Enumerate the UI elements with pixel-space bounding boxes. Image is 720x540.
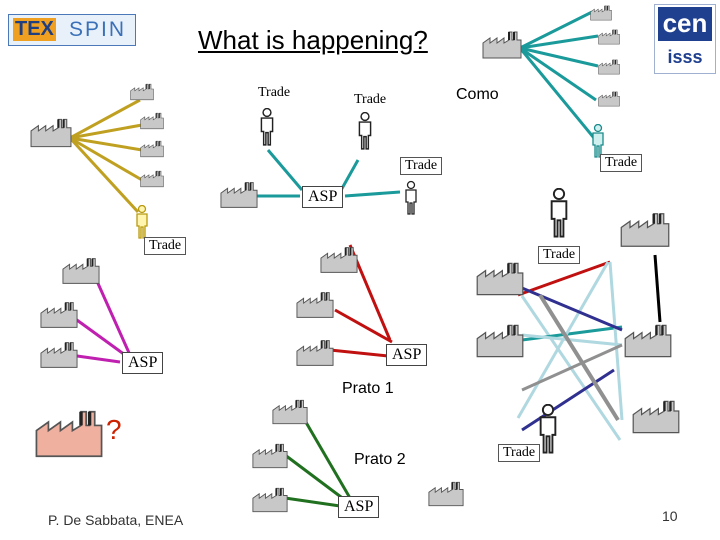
trade-label: Trade: [354, 92, 387, 107]
como-label: Como: [456, 86, 499, 103]
factory-icon: [140, 112, 164, 130]
asp-label: ASP: [122, 352, 164, 374]
factory-icon: [476, 262, 524, 296]
isss-logo-bottom: isss: [667, 47, 703, 67]
factory-icon: [62, 257, 100, 285]
factory-icon: [130, 83, 154, 101]
texspin-logo-spin: SPIN: [69, 18, 127, 41]
prato2-label: Prato 2: [354, 451, 406, 468]
factory-icon: [40, 301, 78, 329]
prato1-links: [516, 254, 662, 441]
factory-icon: [598, 29, 620, 45]
magenta-links: [69, 269, 133, 364]
trader-person-icon: [358, 112, 372, 150]
slide-title: What is happening?: [198, 25, 428, 55]
trader-person-icon: [260, 108, 274, 146]
factory-icon: [272, 399, 308, 425]
factory-icon: [296, 291, 334, 319]
page-number: 10: [662, 508, 678, 524]
factory-icon: [140, 170, 164, 188]
factory-icon: [590, 5, 612, 21]
olive-links: [68, 98, 143, 214]
factory-icon: [30, 118, 72, 148]
trade-label: Trade: [538, 246, 581, 264]
factory-icon: [476, 324, 524, 358]
trader-person-icon: [136, 205, 148, 239]
factory-icon: [140, 140, 164, 158]
factory-icon: [296, 339, 334, 367]
prato1-label: Prato 1: [342, 380, 394, 397]
trader-person-icon: [539, 404, 557, 454]
factory-icon: [252, 487, 288, 513]
factory-icon: [598, 59, 620, 75]
unknown-factory-icon: [34, 410, 104, 458]
texspin-logo-tex: TEX: [13, 18, 56, 41]
factory-icon: [428, 481, 464, 507]
trader-person-icon: [550, 188, 568, 238]
asp-label: ASP: [386, 344, 428, 366]
cen-logo-top: cen: [658, 7, 712, 41]
factory-icon: [632, 400, 680, 434]
factory-icon: [624, 324, 672, 358]
como-teal-links: [518, 10, 599, 139]
trade-label: Trade: [600, 154, 643, 172]
green-links: [284, 411, 352, 508]
trader-person-icon: [405, 180, 417, 215]
trade-label: Trade: [258, 85, 291, 100]
factory-icon: [252, 443, 288, 469]
asp-label: ASP: [338, 496, 380, 518]
factory-icon: [620, 212, 670, 248]
asp-label: ASP: [302, 186, 344, 208]
trade-label: Trade: [498, 444, 541, 462]
factory-icon: [482, 30, 522, 60]
factory-icon: [598, 91, 620, 107]
trade-label: Trade: [144, 237, 187, 255]
factory-icon: [220, 181, 258, 209]
question-mark: ?: [106, 414, 122, 445]
footer-author: P. De Sabbata, ENEA: [48, 512, 184, 528]
factory-icon: [40, 341, 78, 369]
factory-icon: [320, 246, 358, 274]
trade-label: Trade: [400, 157, 443, 175]
trader-person-icon: [592, 124, 604, 158]
texspin-logo: TEX SPIN: [8, 14, 136, 46]
cen-isss-logo: cen isss: [654, 4, 716, 74]
